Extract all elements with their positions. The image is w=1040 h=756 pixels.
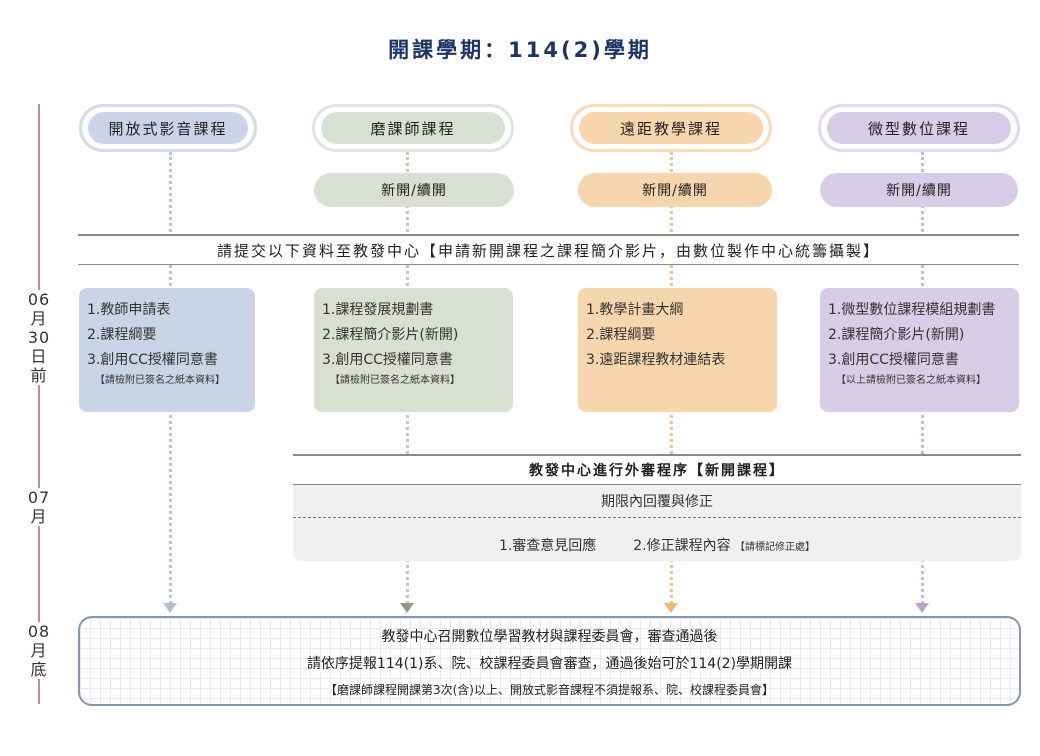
arrow-down-green (400, 603, 414, 613)
committee-line-2: 請依序提報114(1)系、院、校課程委員會審查，通過後始可於114(2)學期開課 (306, 656, 793, 672)
timeline-stage-august: 08 月 底 (22, 622, 56, 679)
timeline-text: 日 (30, 347, 48, 366)
arrow-down-purple (915, 603, 929, 613)
timeline-text: 月 (30, 641, 48, 660)
card-note: 【請檢附已簽名之紙本資料】 (95, 375, 225, 386)
category-label: 遠距教學課程 (579, 112, 763, 144)
card-item: 3.創用CC授權同意書 (828, 352, 959, 368)
timeline-stage-june: 06 月 30 日 前 (22, 290, 56, 385)
timeline-text: 06 (27, 290, 51, 309)
committee-line-3: 【磨課師課程開課第3次(含)以上、開放式影音課程不須提報系、院、校課程委員會】 (324, 683, 774, 697)
requirements-card-micro: 1.微型數位課程模組規劃書 2.課程簡介影片(新開) 3.創用CC授權同意書 【… (820, 288, 1019, 412)
timeline-text: 30 (27, 328, 51, 347)
card-item: 2.課程簡介影片(新開) (828, 327, 965, 343)
sub-pill-micro: 新開/續開 (820, 173, 1018, 207)
timeline-text: 月 (30, 309, 48, 328)
card-item: 1.微型數位課程模組規劃書 (828, 302, 996, 318)
arrow-down-blue (163, 603, 177, 613)
category-open-video: 開放式影音課程 (79, 104, 257, 152)
sub-pill-mooc: 新開/續開 (314, 173, 514, 207)
category-label: 磨課師課程 (321, 112, 505, 144)
review-header: 教發中心進行外審程序【新開課程】 (293, 454, 1021, 485)
card-item: 2.課程綱要 (87, 327, 157, 343)
timeline-text: 08 (27, 622, 51, 641)
category-mooc: 磨課師課程 (312, 104, 514, 152)
submit-band: 請提交以下資料至教發中心【申請新開課程之課程簡介影片，由數位製作中心統籌攝製】 (78, 234, 1019, 265)
timeline-text: 底 (30, 660, 48, 679)
review-step-2: 2.修正課程內容 (633, 538, 731, 554)
card-item: 2.課程簡介影片(新開) (322, 327, 459, 343)
review-deadline: 期限內回覆與修正 (601, 494, 713, 510)
card-item: 1.課程發展規劃書 (322, 302, 434, 318)
arrow-down-orange (664, 603, 678, 613)
review-panel (293, 483, 1021, 561)
timeline-text: 前 (30, 366, 48, 385)
timeline-text: 07 (27, 488, 51, 507)
timeline-line (38, 104, 40, 704)
timeline-stage-july: 07 月 (22, 488, 56, 526)
review-steps: 1.審查意見回應 2.修正課程內容 【請標記修正處】 (293, 535, 1021, 555)
committee-box (78, 616, 1021, 706)
card-note: 【請檢附已簽名之紙本資料】 (330, 375, 460, 386)
requirements-card-distance: 1.教學計畫大綱 2.課程綱要 3.遠距課程教材連結表 (578, 288, 777, 412)
category-micro: 微型數位課程 (818, 104, 1020, 152)
card-item: 1.教學計畫大綱 (586, 302, 684, 318)
card-item: 3.創用CC授權同意書 (322, 352, 453, 368)
timeline-text: 月 (30, 507, 48, 526)
review-step-1: 1.審查意見回應 (498, 538, 597, 554)
category-label: 微型數位課程 (827, 112, 1011, 144)
card-item: 2.課程綱要 (586, 327, 656, 343)
review-step-2-note: 【請標記修正處】 (735, 542, 816, 553)
review-divider (293, 517, 1021, 518)
category-distance: 遠距教學課程 (570, 104, 772, 152)
category-label: 開放式影音課程 (88, 112, 248, 144)
committee-line-1: 教發中心召開數位學習教材與課程委員會，審查通過後 (381, 629, 718, 645)
sub-pill-distance: 新開/續開 (578, 173, 772, 207)
requirements-card-mooc: 1.課程發展規劃書 2.課程簡介影片(新開) 3.創用CC授權同意書 【請檢附已… (314, 288, 513, 412)
card-item: 1.教師申請表 (87, 302, 171, 318)
requirements-card-open-video: 1.教師申請表 2.課程綱要 3.創用CC授權同意書 【請檢附已簽名之紙本資料】 (79, 288, 255, 412)
card-item: 3.遠距課程教材連結表 (586, 352, 726, 368)
card-note: 【以上請檢附已簽名之紙本資料】 (836, 375, 986, 386)
card-item: 3.創用CC授權同意書 (87, 352, 218, 368)
page-title: 開課學期：114(2)學期 (388, 38, 652, 62)
